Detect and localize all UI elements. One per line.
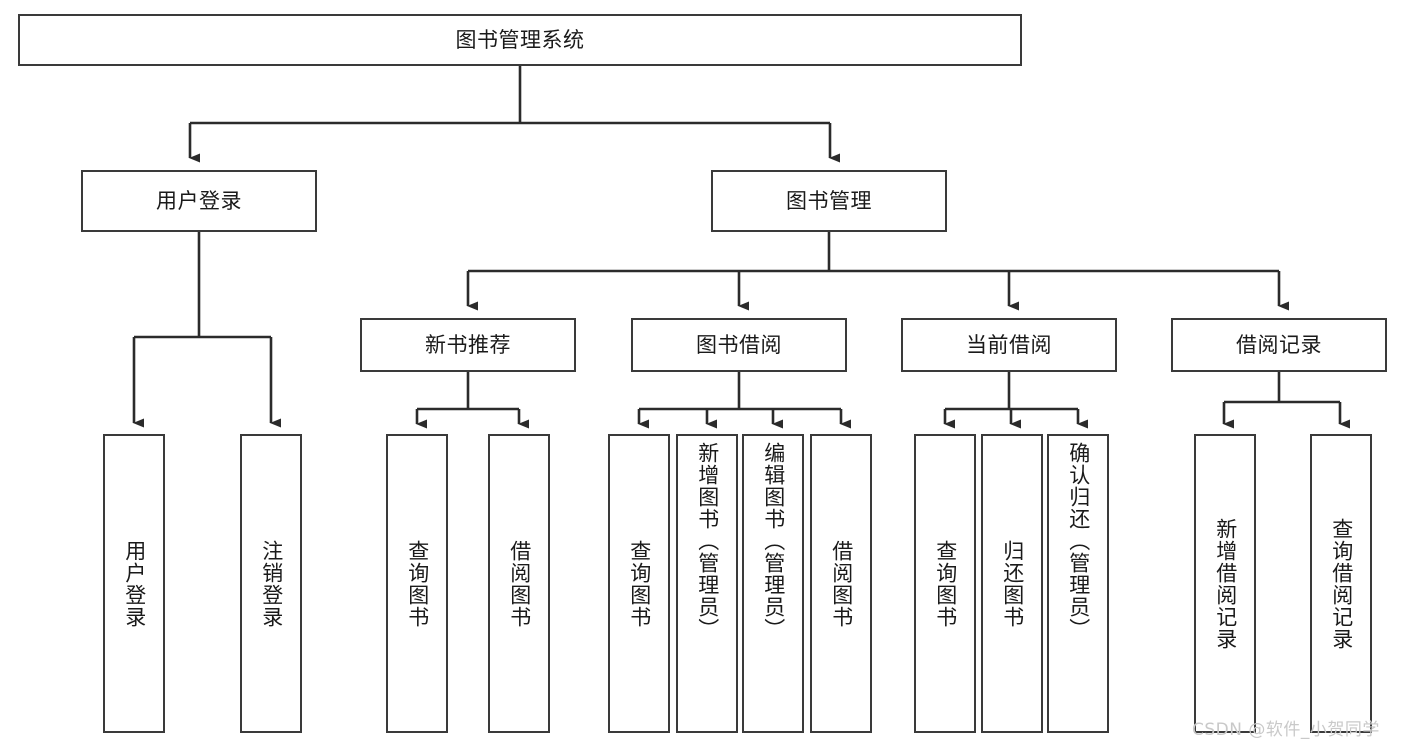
node-label: 归还图书 xyxy=(1000,539,1025,628)
node-label: 用户登录 xyxy=(156,188,242,213)
leaf-query-borrow-record[interactable]: 查询借阅记录 xyxy=(1310,434,1372,733)
node-current-borrow[interactable]: 当前借阅 xyxy=(901,318,1117,372)
leaf-query-book-recommend[interactable]: 查询图书 xyxy=(386,434,448,733)
node-label: 编辑图书（管理员） xyxy=(761,442,786,640)
node-label: 查询图书 xyxy=(933,539,958,628)
node-label: 查询图书 xyxy=(405,539,430,628)
leaf-borrow-book[interactable]: 借阅图书 xyxy=(810,434,872,733)
leaf-query-book-current[interactable]: 查询图书 xyxy=(914,434,976,733)
node-label: 确认归还（管理员） xyxy=(1066,442,1091,640)
node-book-borrow[interactable]: 图书借阅 xyxy=(631,318,847,372)
leaf-logout[interactable]: 注销登录 xyxy=(240,434,302,733)
node-new-book-recommend[interactable]: 新书推荐 xyxy=(360,318,576,372)
node-label: 借阅记录 xyxy=(1236,332,1322,357)
leaf-return-book[interactable]: 归还图书 xyxy=(981,434,1043,733)
leaf-edit-book-admin[interactable]: 编辑图书（管理员） xyxy=(742,434,804,733)
node-label: 用户登录 xyxy=(122,539,147,628)
node-book-management[interactable]: 图书管理 xyxy=(711,170,947,232)
node-user-login[interactable]: 用户登录 xyxy=(81,170,317,232)
node-label: 图书管理系统 xyxy=(455,27,585,52)
node-label: 查询借阅记录 xyxy=(1329,517,1354,650)
node-label: 新增借阅记录 xyxy=(1213,517,1238,650)
node-label: 借阅图书 xyxy=(829,539,854,628)
node-label: 当前借阅 xyxy=(966,332,1052,357)
csdn-watermark: CSDN @软件_小贺同学 xyxy=(1192,720,1380,740)
node-root-system[interactable]: 图书管理系统 xyxy=(18,14,1022,66)
leaf-user-login[interactable]: 用户登录 xyxy=(103,434,165,733)
leaf-query-book-borrow[interactable]: 查询图书 xyxy=(608,434,670,733)
node-label: 注销登录 xyxy=(259,539,284,628)
node-label: 借阅图书 xyxy=(507,539,532,628)
node-label: 图书管理 xyxy=(786,188,872,213)
node-label: 新增图书（管理员） xyxy=(695,442,720,640)
leaf-add-borrow-record[interactable]: 新增借阅记录 xyxy=(1194,434,1256,733)
leaf-borrow-book-recommend[interactable]: 借阅图书 xyxy=(488,434,550,733)
node-label: 查询图书 xyxy=(627,539,652,628)
node-label: 新书推荐 xyxy=(425,332,511,357)
leaf-confirm-return-admin[interactable]: 确认归还（管理员） xyxy=(1047,434,1109,733)
node-label: 图书借阅 xyxy=(696,332,782,357)
leaf-add-book-admin[interactable]: 新增图书（管理员） xyxy=(676,434,738,733)
node-borrow-records[interactable]: 借阅记录 xyxy=(1171,318,1387,372)
